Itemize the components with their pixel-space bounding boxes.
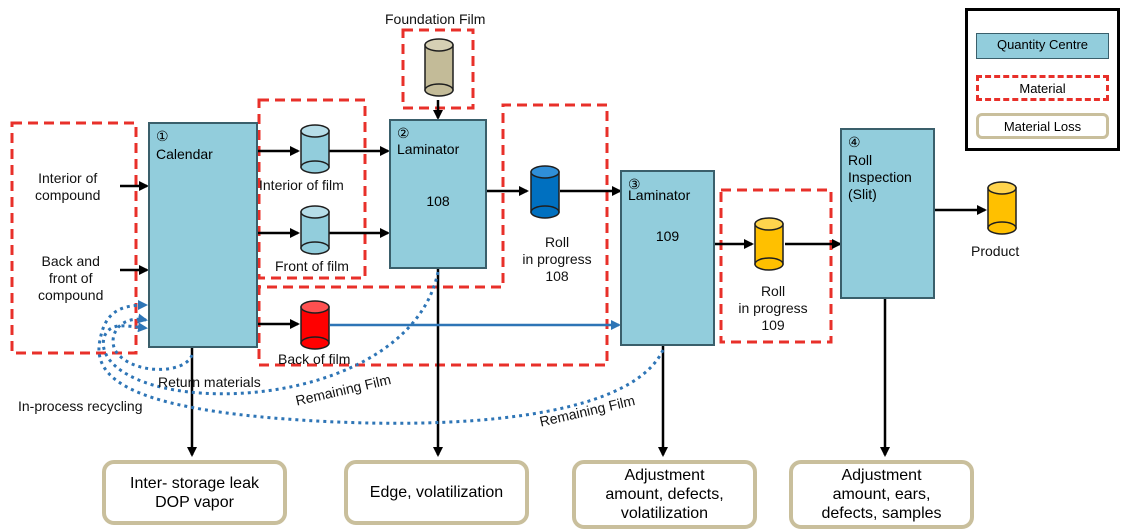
label-interior-of-film: Interior of film xyxy=(259,177,344,193)
centre-calendar-name: Calendar xyxy=(156,146,213,162)
label-roll-in-progress-108: Roll in progress 108 xyxy=(522,234,592,284)
loss-box-1: Inter- storage leak DOP vapor xyxy=(102,460,287,525)
legend-material: Material xyxy=(976,75,1109,101)
label-roll-in-progress-109: Roll in progress 109 xyxy=(738,283,808,333)
cylinder-back-film xyxy=(300,300,330,350)
centre-laminator-108-value: 108 xyxy=(426,193,450,209)
centre-calendar-number: ① xyxy=(156,128,169,144)
material-box-roll-109 xyxy=(719,188,833,344)
label-return-materials: Return materials xyxy=(158,374,261,390)
loss-box-4: Adjustment amount, ears, defects, sample… xyxy=(789,460,974,529)
cylinder-front-film xyxy=(300,205,330,255)
label-back-of-film: Back of film xyxy=(278,351,351,367)
legend: Quantity Centre Material Material Loss xyxy=(965,8,1120,151)
legend-material-loss: Material Loss xyxy=(976,113,1109,139)
material-box-roll-108 xyxy=(257,103,609,367)
label-foundation-film: Foundation Film xyxy=(385,11,486,27)
legend-quantity-centre: Quantity Centre xyxy=(976,33,1109,59)
centre-laminator-109: ③ Laminator 109 xyxy=(620,170,715,346)
centre-laminator-109-name: Laminator xyxy=(628,187,691,203)
centre-roll-inspection-name: Roll Inspection (Slit) xyxy=(848,152,912,202)
centre-roll-inspection: ④ Roll Inspection (Slit) xyxy=(840,128,935,299)
label-back-front-of-compound: Back and front of compound xyxy=(38,253,104,303)
material-box-interior-front-film xyxy=(257,98,367,280)
label-product: Product xyxy=(971,243,1020,259)
loss-box-2: Edge, volatilization xyxy=(344,460,529,525)
centre-calendar: ① Calendar xyxy=(148,122,258,348)
recycle-return-materials xyxy=(111,313,194,371)
recycle-remaining-film-108 xyxy=(101,271,440,396)
label-interior-of-compound: Interior of compound xyxy=(35,170,101,203)
cylinder-interior-film xyxy=(300,124,330,174)
centre-laminator-108-number: ② xyxy=(397,125,410,141)
cylinder-product xyxy=(987,181,1017,235)
cylinder-roll-109 xyxy=(754,217,784,271)
recycle-remaining-film-109 xyxy=(97,300,665,425)
centre-laminator-109-number: ③ xyxy=(628,176,641,192)
centre-laminator-108: ② Laminator 108 xyxy=(389,119,487,269)
centre-roll-inspection-number: ④ xyxy=(848,134,861,150)
cylinder-foundation-film xyxy=(424,38,454,97)
cylinder-roll-108 xyxy=(530,165,560,219)
centre-laminator-108-name: Laminator xyxy=(397,141,460,157)
loss-box-3: Adjustment amount, defects, volatilizati… xyxy=(572,460,757,529)
centre-laminator-109-value: 109 xyxy=(655,228,680,244)
material-box-compound xyxy=(10,121,138,355)
label-in-process-recycling: In-process recycling xyxy=(18,398,143,414)
label-front-of-film: Front of film xyxy=(275,258,349,274)
